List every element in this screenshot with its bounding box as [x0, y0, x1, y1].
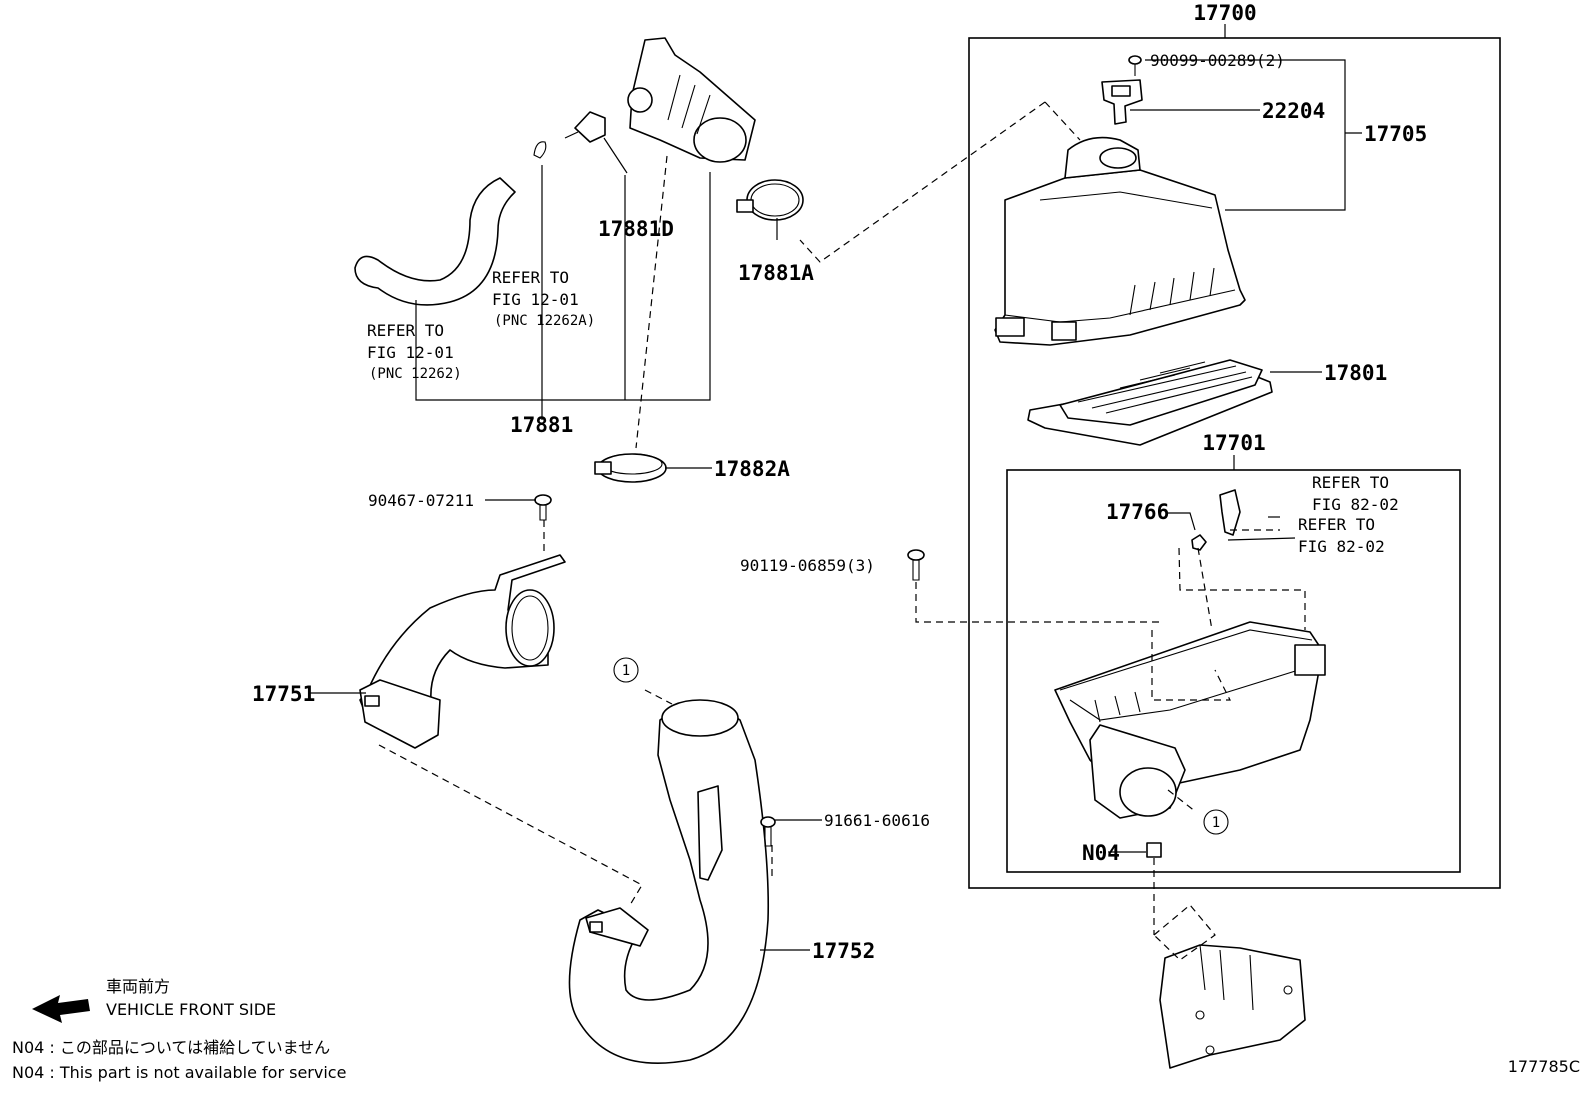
n04-note-en: N04 : This part is not available for ser…: [12, 1063, 346, 1082]
breather-hose: [354, 177, 516, 306]
part-label-17881a: 17881A: [738, 261, 814, 285]
screw-90099: [1128, 55, 1142, 76]
bolt-90467: [534, 494, 552, 521]
air-cleaner-case: [1054, 489, 1326, 819]
grommet-n04: [1146, 842, 1162, 858]
intake-hose-17881: [627, 37, 756, 163]
vehicle-front-arrow-icon: [32, 995, 90, 1023]
part-label-17881: 17881: [510, 413, 573, 437]
vehicle-front-label-en: VEHICLE FRONT SIDE: [106, 1000, 276, 1019]
part-label-91661: 91661-60616: [824, 811, 930, 830]
mass-air-flow-sensor: [1101, 79, 1143, 125]
reference-note-fig-82-02-a: REFER TO FIG 82-02: [1312, 473, 1399, 514]
part-label-17705: 17705: [1364, 122, 1427, 146]
part-label-17766: 17766: [1106, 500, 1169, 524]
part-label-17801: 17801: [1324, 361, 1387, 385]
reference-note-fig-12-01-a: REFER TO FIG 12-01 (PNC 12262A): [492, 268, 595, 329]
fitting-17881d: [564, 111, 606, 143]
callout-circle-1: 1: [1203, 809, 1229, 835]
hose-clamp-17881a: [736, 179, 804, 221]
part-label-90099: 90099-00289(2): [1150, 51, 1285, 70]
bolt-91661: [760, 816, 776, 847]
hose-clamp-17882a: [594, 453, 667, 483]
part-label-n04: N04: [1082, 841, 1120, 865]
part-label-17700: 17700: [1193, 1, 1256, 25]
n04-note-jp: N04 : この部品については補給していません: [12, 1038, 330, 1057]
inlet-duct-17751: [359, 554, 566, 749]
figure-id: 177785C: [1508, 1057, 1580, 1076]
svg-text:FIG 12-01: FIG 12-01: [492, 290, 579, 309]
svg-text:FIG 82-02: FIG 82-02: [1298, 537, 1385, 556]
part-label-17701: 17701: [1202, 431, 1265, 455]
svg-text:REFER TO: REFER TO: [1298, 515, 1375, 534]
part-label-17751: 17751: [252, 682, 315, 706]
vehicle-front-label-jp: 車両前方: [106, 977, 170, 996]
svg-text:REFER TO: REFER TO: [1312, 473, 1389, 492]
svg-text:1: 1: [622, 663, 630, 679]
part-label-17882a: 17882A: [714, 457, 790, 481]
air-cleaner-cap: [994, 136, 1246, 346]
part-label-90119: 90119-06859(3): [740, 556, 875, 575]
svg-text:(PNC 12262A): (PNC 12262A): [494, 313, 595, 329]
svg-text:FIG 82-02: FIG 82-02: [1312, 495, 1399, 514]
part-label-90467: 90467-07211: [368, 491, 474, 510]
svg-text:(PNC 12262): (PNC 12262): [369, 366, 462, 382]
callout-circle-1: 1: [613, 657, 639, 683]
hose-clip: [533, 141, 547, 159]
screw-90119: [907, 549, 925, 581]
air-filter-element: [1027, 359, 1273, 446]
part-label-22204: 22204: [1262, 99, 1325, 123]
svg-text:REFER TO: REFER TO: [367, 321, 444, 340]
part-label-17752: 17752: [812, 939, 875, 963]
svg-text:REFER TO: REFER TO: [492, 268, 569, 287]
svg-text:1: 1: [1212, 815, 1220, 831]
assembly-box-17700: [968, 37, 1501, 889]
reference-note-fig-12-01-b: REFER TO FIG 12-01 (PNC 12262): [367, 321, 462, 382]
inlet-duct-17752: [568, 699, 770, 1064]
svg-text:FIG 12-01: FIG 12-01: [367, 343, 454, 362]
mounting-bracket: [1159, 944, 1306, 1069]
part-label-17881d: 17881D: [598, 217, 674, 241]
reference-note-fig-82-02-b: REFER TO FIG 82-02: [1298, 515, 1385, 556]
